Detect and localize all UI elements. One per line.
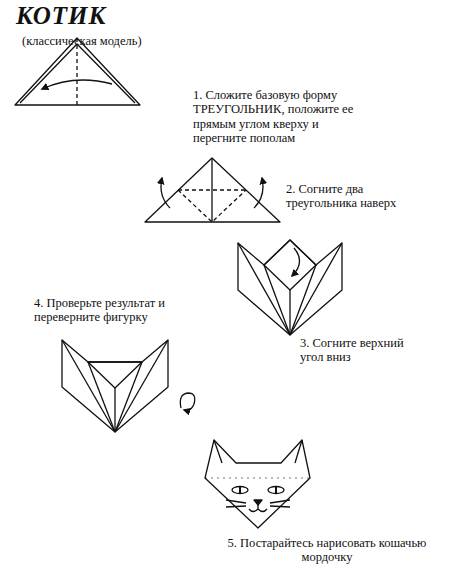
title: КОТИК bbox=[16, 2, 107, 31]
subtitle: (классическая модель) bbox=[22, 34, 222, 48]
step4-shape bbox=[62, 340, 168, 432]
step-instruction: 2. Согните два треугольника наверх bbox=[286, 182, 436, 211]
step-instruction: 3. Согните верхний угол вниз bbox=[300, 336, 415, 365]
step1-triangle bbox=[15, 38, 140, 105]
turn-over-symbol bbox=[180, 393, 194, 410]
cat-face bbox=[205, 440, 310, 528]
step2-triangle bbox=[145, 158, 280, 222]
step-instruction: 4. Проверьте результат и переверните фиг… bbox=[34, 296, 204, 325]
step-instruction: 5. Постарайтесь нарисовать кошачью мордо… bbox=[222, 536, 432, 565]
step3-shape bbox=[238, 240, 342, 335]
step-instruction: 1. Сложите базовую форму ТРЕУГОЛЬНИК, по… bbox=[193, 88, 363, 146]
